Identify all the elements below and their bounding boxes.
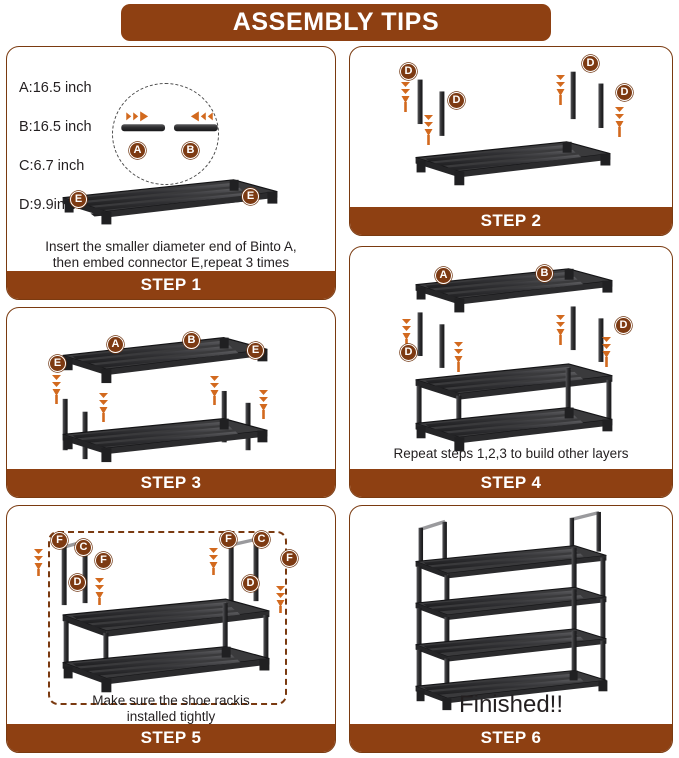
- finished-text: Finished!!: [458, 691, 564, 718]
- step-1-label: STEP 1: [140, 275, 202, 294]
- dimension-list: A:16.5 inch B:16.5 inch C:6.7 inch D:9.9…: [19, 59, 92, 235]
- step-4-caption-line1: Repeat steps 1,2,3 to build other layers: [393, 446, 629, 461]
- step-3-body: E A B E: [7, 308, 335, 469]
- step-5-label: STEP 5: [140, 728, 202, 747]
- insert-arrow-3: [556, 315, 565, 347]
- badge-label-e-left: E: [49, 355, 66, 372]
- step-panel-2: D D D D STEP 2: [349, 46, 673, 236]
- tube-join-detail-circle: [112, 83, 219, 185]
- badge-label-d-4: D: [616, 84, 633, 101]
- step-1-illustration: [7, 47, 335, 271]
- badge-label-b: B: [183, 332, 200, 349]
- step-4-body: A B D D Repeat steps 1,2,3 to build othe…: [350, 247, 672, 469]
- insert-arrow-4: [259, 390, 268, 420]
- insert-arrow-4: [602, 337, 611, 369]
- badge-label-c-2: C: [253, 531, 270, 548]
- step-6-label: STEP 6: [480, 728, 542, 747]
- page-title: ASSEMBLY TIPS: [232, 8, 440, 36]
- step-6-footer: STEP 6: [350, 724, 672, 752]
- step-5-body: F C F D F C F D Make sure the shoe racki…: [7, 506, 335, 724]
- step-4-label: STEP 4: [480, 473, 542, 492]
- insert-arrow-4: [276, 586, 285, 614]
- step-panel-6: Finished!! STEP 6: [349, 505, 673, 753]
- step-5-caption-line2: installed tightly: [126, 708, 216, 724]
- step-5-illustration: [7, 506, 335, 724]
- badge-label-f-2: F: [95, 552, 112, 569]
- badge-label-d-1: D: [69, 574, 86, 591]
- insert-arrow-2: [95, 578, 104, 606]
- step-4-caption: Repeat steps 1,2,3 to build other layers: [354, 446, 668, 462]
- step-5-footer: STEP 5: [7, 724, 335, 752]
- insert-arrow-3: [210, 376, 219, 406]
- dimension-c: C:6.7 inch: [19, 157, 85, 174]
- badge-label-e-left: E: [70, 191, 87, 208]
- badge-label-d-2: D: [242, 575, 259, 592]
- step-panel-3: E A B E STEP 3: [6, 307, 336, 498]
- insert-arrow-1: [34, 549, 43, 577]
- step-5-caption-line1: Make sure the shoe rackis: [92, 693, 250, 708]
- insert-arrow-4: [615, 107, 624, 139]
- badge-label-c-1: C: [75, 539, 92, 556]
- step-2-illustration: [350, 47, 672, 207]
- badge-label-b: B: [536, 265, 553, 282]
- step-4-footer: STEP 4: [350, 469, 672, 497]
- badge-label-a: A: [107, 336, 124, 353]
- step-6-caption: Finished!!: [354, 692, 668, 718]
- step-3-label: STEP 3: [140, 473, 202, 492]
- badge-label-e-right: E: [247, 342, 264, 359]
- tight-fit-dashed-outline: [48, 531, 287, 705]
- badge-label-d-3: D: [582, 55, 599, 72]
- badge-label-d-left: D: [400, 344, 417, 361]
- insert-arrow-2: [424, 115, 433, 147]
- badge-label-d-right: D: [615, 317, 632, 334]
- step-panel-1: A:16.5 inch B:16.5 inch C:6.7 inch D:9.9…: [6, 46, 336, 300]
- insert-arrow-3: [209, 548, 218, 576]
- insert-arrow-2: [99, 393, 108, 423]
- insert-arrow-1: [401, 82, 410, 114]
- step-panel-5: F C F D F C F D Make sure the shoe racki…: [6, 505, 336, 753]
- dimension-a: A:16.5 inch: [19, 79, 92, 96]
- badge-label-e-right: E: [242, 188, 259, 205]
- dimension-b: B:16.5 inch: [19, 118, 92, 135]
- badge-label-f-1: F: [51, 532, 68, 549]
- badge-label-d-2: D: [448, 92, 465, 109]
- step-6-body: Finished!!: [350, 506, 672, 724]
- step-1-caption: Insert the smaller diameter end of Binto…: [11, 239, 331, 270]
- step-3-illustration: [7, 308, 335, 469]
- step-6-illustration: [350, 506, 672, 724]
- step-1-caption-line1: Insert the smaller diameter end of Binto…: [45, 239, 297, 254]
- assembly-tips-banner: ASSEMBLY TIPS: [121, 4, 551, 41]
- step-1-body: A:16.5 inch B:16.5 inch C:6.7 inch D:9.9…: [7, 47, 335, 271]
- insert-arrow-2: [454, 342, 463, 374]
- step-2-footer: STEP 2: [350, 207, 672, 235]
- badge-label-f-4: F: [281, 550, 298, 567]
- badge-label-b: B: [182, 142, 199, 159]
- badge-label-a: A: [435, 267, 452, 284]
- insert-arrow-1: [52, 375, 61, 405]
- step-4-illustration: [350, 247, 672, 469]
- step-panel-4: A B D D Repeat steps 1,2,3 to build othe…: [349, 246, 673, 498]
- step-3-footer: STEP 3: [7, 469, 335, 497]
- badge-label-a: A: [129, 142, 146, 159]
- badge-label-f-3: F: [220, 531, 237, 548]
- step-2-body: D D D D: [350, 47, 672, 207]
- insert-arrow-3: [556, 75, 565, 107]
- step-2-label: STEP 2: [480, 211, 542, 230]
- badge-label-d-1: D: [400, 63, 417, 80]
- step-1-caption-line2: then embed connector E,repeat 3 times: [52, 254, 290, 270]
- step-5-caption: Make sure the shoe rackis installed tigh…: [11, 693, 331, 724]
- step-1-footer: STEP 1: [7, 271, 335, 299]
